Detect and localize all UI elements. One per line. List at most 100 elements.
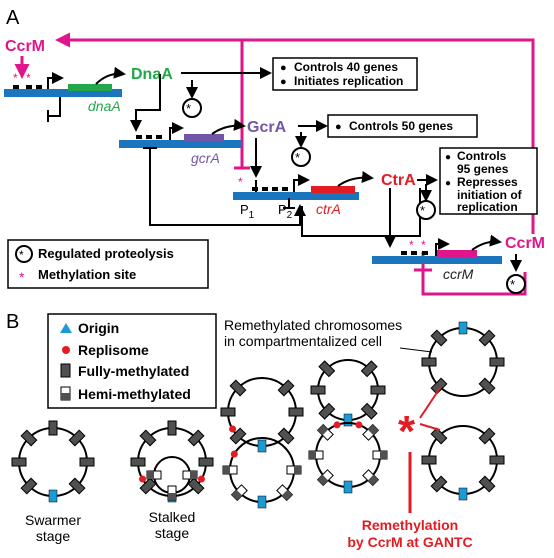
legend-replisome-icon <box>62 346 70 354</box>
fully-methylated-mark <box>130 457 146 467</box>
fully-methylated-mark <box>288 407 304 417</box>
fully-methylated-mark <box>187 477 205 495</box>
fully-methylated-mark <box>198 457 214 467</box>
gcra-effects-box <box>327 114 478 138</box>
fully-methylated-mark <box>48 420 58 436</box>
dnaa-gene: * * <box>4 71 122 97</box>
compartment-note-line1: Remethylated chromosomes <box>224 317 402 333</box>
dnaa-proteolysis-icon <box>182 98 202 118</box>
ctra-effects-box <box>439 147 538 215</box>
ctra-effect-5: replication <box>457 200 518 214</box>
gcra-outputs <box>250 120 328 178</box>
legend-hemi-icon <box>60 386 71 401</box>
hemi-methylated-mark <box>167 485 177 501</box>
fully-methylated-mark <box>421 357 437 367</box>
svg-text:*: * <box>420 203 425 218</box>
fully-methylated-mark <box>229 427 247 445</box>
ctra-gene: * <box>233 174 359 200</box>
hemi-methylated-mark <box>362 423 380 441</box>
fully-methylated-mark <box>187 429 205 447</box>
svg-text:●: ● <box>445 178 451 189</box>
origin-marker <box>257 495 267 509</box>
panel-b-legend <box>47 313 217 409</box>
compartment-pointer <box>399 347 433 353</box>
dnaa-effect-2: Initiates replication <box>294 74 403 88</box>
ctra-effect-1: Controls <box>457 149 507 163</box>
replisome-marker <box>230 450 238 458</box>
svg-text:*: * <box>186 101 191 116</box>
legend-hemi-text: Hemi-methylated <box>78 386 191 402</box>
panel-b-label: B <box>6 311 19 333</box>
fully-methylated-mark <box>478 475 496 493</box>
replisome-marker <box>197 475 205 483</box>
origin-marker <box>458 321 468 335</box>
hemi-methylated-mark <box>308 450 324 460</box>
legend-proteolysis-text: Regulated proteolysis <box>38 246 174 261</box>
stalked-stage-line1: Stalked <box>149 509 196 525</box>
gcra-effect-1: Controls 50 genes <box>349 119 453 133</box>
fully-methylated-mark <box>20 429 38 447</box>
hemi-methylated-mark <box>286 465 302 475</box>
fully-methylated-mark <box>277 427 295 445</box>
svg-text:*: * <box>13 71 18 85</box>
dnaa-effect-1: Controls 40 genes <box>294 60 398 74</box>
hemi-methylated-mark <box>146 470 162 480</box>
fully-methylated-mark <box>11 457 27 467</box>
ctra-effect-3: Represses <box>457 175 518 189</box>
panel-a-legend <box>7 239 209 289</box>
dnaa-effects-box <box>272 57 418 91</box>
fully-methylated-mark <box>68 477 86 495</box>
gcra-to-protein-arrow <box>211 118 246 135</box>
svg-text:*: * <box>510 277 515 292</box>
ccrm-gene-label: ccrM <box>443 266 474 282</box>
legend-replisome-text: Replisome <box>78 342 149 358</box>
origin-marker <box>343 480 353 494</box>
legend-fully-text: Fully-methylated <box>78 363 189 379</box>
fully-methylated-mark <box>489 455 505 465</box>
ccrm-proteolysis-icon <box>506 274 526 294</box>
origin-marker <box>48 489 58 503</box>
svg-text:*: * <box>409 238 414 252</box>
replisome-marker <box>355 421 363 429</box>
fully-methylated-mark <box>430 329 448 347</box>
dnaa-gene-label: dnaA <box>88 98 121 114</box>
origin-marker <box>343 413 353 427</box>
svg-text:*: * <box>26 71 31 85</box>
hemi-methylated-mark <box>316 423 334 441</box>
panel-a-label: A <box>6 7 20 29</box>
chromosome-diagrams <box>11 321 505 509</box>
fully-methylated-mark <box>220 407 236 417</box>
fully-methylated-mark <box>68 429 86 447</box>
gcra-protein-label: GcrA <box>247 119 287 136</box>
ctra-protein-label: CtrA <box>381 172 416 189</box>
legend-origin-icon <box>60 323 72 333</box>
legend-origin-text: Origin <box>78 320 119 336</box>
ctra-proteolysis-icon <box>416 200 436 220</box>
remethylation-line1: Remethylation <box>362 517 458 533</box>
dnaa-protein-label: DnaA <box>131 66 173 83</box>
origin-marker <box>257 439 267 453</box>
gcra-gene <box>119 122 242 148</box>
origin-marker <box>458 487 468 501</box>
fully-methylated-mark <box>139 477 157 495</box>
ccrm-to-protein-arrow <box>471 234 502 251</box>
fully-methylated-mark <box>318 360 336 378</box>
fully-methylated-mark <box>360 402 378 420</box>
ctra-effect-2: 95 genes <box>457 162 509 176</box>
fully-methylated-mark <box>478 329 496 347</box>
gcra-gene-label: gcrA <box>191 150 220 166</box>
fully-methylated-mark <box>421 455 437 465</box>
dnaa-to-protein-arrow <box>95 66 126 85</box>
remethylation-marker: * <box>398 387 441 513</box>
ctra-outputs <box>143 147 438 248</box>
ccrm-right-protein-label: CcrM <box>505 235 545 252</box>
svg-text:●: ● <box>335 121 342 133</box>
fully-methylated-mark <box>478 427 496 445</box>
ctra-effect-4: initiation of <box>457 188 523 202</box>
legend-proteolysis-icon <box>15 245 33 263</box>
swarmer-stage-line2: stage <box>36 528 70 544</box>
gcra-proteolysis-icon <box>291 147 311 167</box>
fully-methylated-mark <box>430 475 448 493</box>
svg-text:*: * <box>295 150 300 165</box>
